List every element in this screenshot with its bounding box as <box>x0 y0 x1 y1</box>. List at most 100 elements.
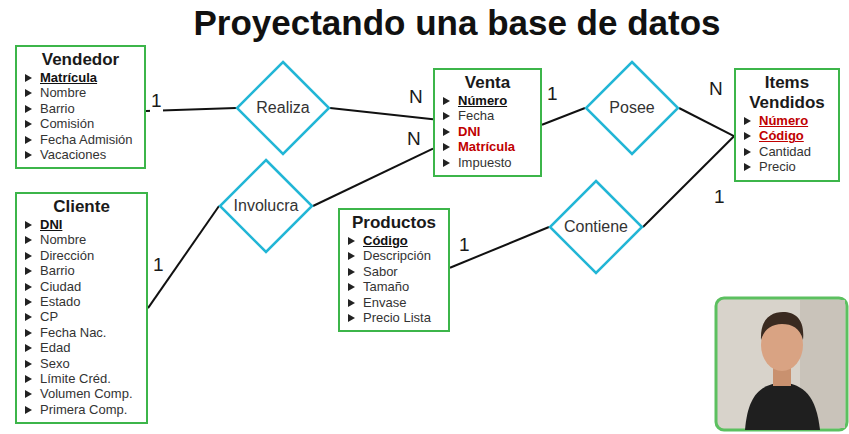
attribute-row: Fecha Nac. <box>25 325 138 340</box>
attribute-row: Número <box>744 113 830 128</box>
attribute-name: Estado <box>40 294 80 309</box>
attribute-name: Fecha Nac. <box>40 325 106 340</box>
attribute-name: Ciudad <box>40 279 81 294</box>
attribute-row: Vacaciones <box>25 147 136 162</box>
entity-box: Items VendidosNúmeroCódigoCantidadPrecio <box>734 68 840 182</box>
attribute-name: Número <box>458 93 507 108</box>
attribute-row: Primera Comp. <box>25 402 138 417</box>
cardinality-label: 1 <box>152 254 165 276</box>
attribute-name: Nombre <box>40 85 86 100</box>
entity-name: Vendedor <box>25 50 136 70</box>
bullet-arrow <box>443 143 450 151</box>
cardinality-label: N <box>408 86 424 108</box>
connector-line <box>313 149 433 206</box>
attribute-row: Fecha Admisión <box>25 132 136 147</box>
bullet-arrow <box>25 221 32 229</box>
attribute-row: Precio <box>744 159 830 174</box>
bullet-arrow <box>25 74 32 82</box>
bullet-arrow <box>25 236 32 244</box>
attribute-row: Edad <box>25 340 138 355</box>
attribute-name: Fecha <box>458 108 494 123</box>
entity-box: ClienteDNINombreDirecciónBarrioCiudadEst… <box>15 192 148 424</box>
attribute-name: Edad <box>40 340 70 355</box>
bullet-arrow <box>25 329 32 337</box>
attribute-name: Fecha Admisión <box>40 132 133 147</box>
attribute-row: Barrio <box>25 263 138 278</box>
bullet-arrow <box>25 105 32 113</box>
bullet-arrow <box>348 237 355 245</box>
attribute-name: Envase <box>363 295 406 310</box>
relationship-name: Involucra <box>234 197 299 215</box>
attribute-row: DNI <box>443 124 532 139</box>
attribute-name: Tamaño <box>363 279 409 294</box>
relationship-name: Realiza <box>256 99 309 117</box>
attribute-row: Nombre <box>25 85 136 100</box>
cardinality-label: 1 <box>713 186 726 208</box>
attribute-row: Volumen Comp. <box>25 386 138 401</box>
relationship-name: Posee <box>609 99 654 117</box>
bullet-arrow <box>744 163 751 171</box>
attribute-name: Precio <box>759 159 796 174</box>
entity-name: Cliente <box>25 197 138 217</box>
entity-box: VentaNúmeroFechaDNIMatrículaImpuesto <box>433 68 542 177</box>
bullet-arrow <box>25 390 32 398</box>
attribute-name: Sabor <box>363 264 398 279</box>
bullet-arrow <box>744 132 751 140</box>
bullet-arrow <box>348 268 355 276</box>
attribute-name: DNI <box>458 124 480 139</box>
attribute-row: Matrícula <box>443 139 532 154</box>
attribute-name: Cantidad <box>759 144 811 159</box>
relationship-diamond: Posee <box>584 60 680 156</box>
attribute-row: Código <box>744 128 830 143</box>
bullet-arrow <box>744 148 751 156</box>
presenter-photo <box>716 298 847 430</box>
attribute-name: Primera Comp. <box>40 402 127 417</box>
bullet-arrow <box>25 267 32 275</box>
connector-line <box>643 136 734 227</box>
attribute-name: Matrícula <box>458 139 515 154</box>
attribute-name: Vacaciones <box>40 147 106 162</box>
attribute-row: Dirección <box>25 248 138 263</box>
attribute-row: DNI <box>25 217 138 232</box>
attribute-row: Barrio <box>25 101 136 116</box>
attribute-name: Impuesto <box>458 155 511 170</box>
attribute-row: Tamaño <box>348 279 440 294</box>
attribute-name: Dirección <box>40 248 94 263</box>
attribute-name: CP <box>40 309 58 324</box>
connector-line <box>542 108 585 125</box>
attribute-name: Descripción <box>363 248 431 263</box>
cardinality-label: 1 <box>458 234 471 256</box>
relationship-diamond: Involucra <box>218 158 314 254</box>
entity-name: Items Vendidos <box>744 73 830 113</box>
bullet-arrow <box>348 252 355 260</box>
attribute-row: Límite Créd. <box>25 371 138 386</box>
bullet-arrow <box>25 151 32 159</box>
attribute-row: Envase <box>348 295 440 310</box>
relationship-name: Contiene <box>564 218 628 236</box>
attribute-row: Estado <box>25 294 138 309</box>
cardinality-label: N <box>406 128 422 150</box>
entity-box: ProductosCódigoDescripciónSaborTamañoEnv… <box>338 208 450 332</box>
attribute-row: Precio Lista <box>348 310 440 325</box>
attribute-row: Matrícula <box>25 70 136 85</box>
attribute-name: Sexo <box>40 356 70 371</box>
attribute-name: Precio Lista <box>363 310 431 325</box>
attribute-row: Comisión <box>25 116 136 131</box>
bullet-arrow <box>25 313 32 321</box>
bullet-arrow <box>25 360 32 368</box>
cardinality-label: N <box>708 78 724 100</box>
attribute-name: Barrio <box>40 263 75 278</box>
attribute-row: CP <box>25 309 138 324</box>
bullet-arrow <box>348 283 355 291</box>
entity-name: Venta <box>443 73 532 93</box>
attribute-name: Número <box>759 113 808 128</box>
bullet-arrow <box>25 298 32 306</box>
attribute-row: Sexo <box>25 356 138 371</box>
bullet-arrow <box>25 344 32 352</box>
attribute-row: Cantidad <box>744 144 830 159</box>
attribute-name: Matrícula <box>40 70 97 85</box>
attribute-name: DNI <box>40 217 62 232</box>
bullet-arrow <box>25 252 32 260</box>
attribute-name: Comisión <box>40 116 94 131</box>
bullet-arrow <box>25 89 32 97</box>
